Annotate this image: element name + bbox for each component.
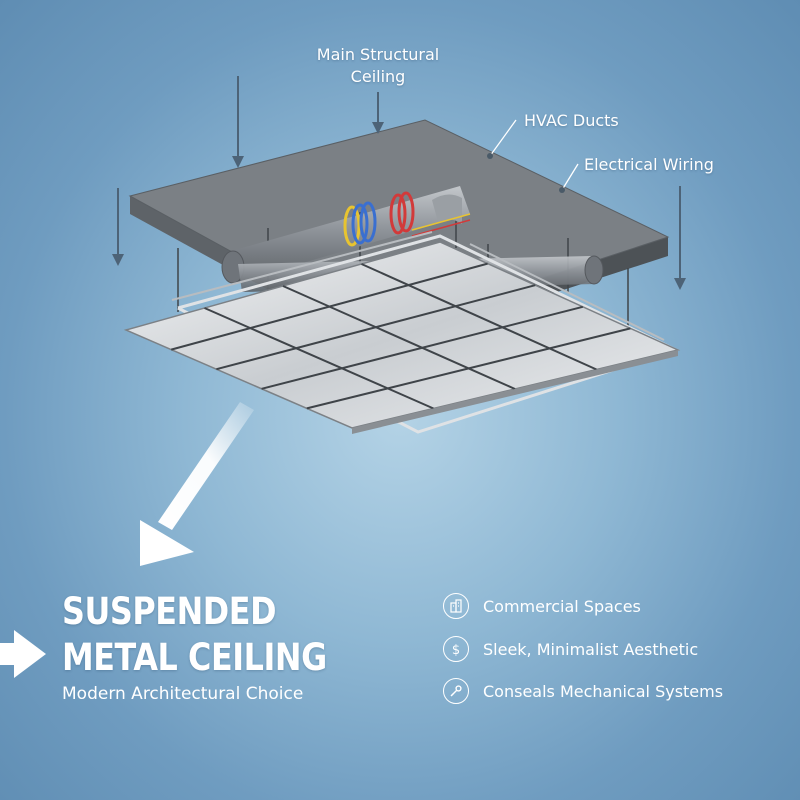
electrical-wiring-coils bbox=[343, 191, 471, 247]
label-main-structural-ceiling: Main Structural Ceiling bbox=[300, 44, 456, 88]
panel-grid-line bbox=[282, 285, 516, 390]
panel-edge bbox=[352, 350, 678, 434]
title-line-1: SUSPENDED bbox=[62, 590, 277, 633]
dollar-icon: $ bbox=[443, 636, 469, 662]
left-edge-arrow bbox=[0, 630, 46, 678]
feature-minimalist-aesthetic: $ Sleek, Minimalist Aesthetic bbox=[443, 634, 698, 664]
panel-grid-line bbox=[170, 262, 488, 351]
feature-conceals-systems: Conseals Mechanical Systems bbox=[443, 676, 723, 706]
panel-grid-line bbox=[204, 307, 434, 410]
svg-text:$: $ bbox=[452, 643, 460, 656]
subtitle: Modern Architectural Choice bbox=[62, 684, 304, 704]
feature-text: Commercial Spaces bbox=[483, 596, 641, 616]
panel-grid-line bbox=[261, 305, 584, 390]
panel-grid-line bbox=[216, 284, 536, 371]
title-line-2: METAL CEILING bbox=[62, 636, 327, 679]
wrench-icon bbox=[443, 678, 469, 704]
label-main-line1: Main Structural bbox=[316, 45, 440, 64]
feature-text: Sleek, Minimalist Aesthetic bbox=[483, 639, 699, 659]
panel-grid-line bbox=[306, 327, 631, 410]
leader-lines bbox=[487, 119, 579, 193]
metal-ceiling-panels bbox=[123, 241, 681, 434]
label-electrical-wiring: Electrical Wiring bbox=[584, 155, 714, 174]
direction-arrows bbox=[112, 76, 686, 290]
feature-text: Conseals Mechanical Systems bbox=[483, 681, 724, 701]
feature-commercial-spaces: Commercial Spaces bbox=[443, 591, 641, 621]
label-main-line2: Ceiling bbox=[350, 67, 406, 86]
panel-grid-line bbox=[361, 263, 597, 371]
building-icon bbox=[443, 593, 469, 619]
label-hvac-ducts: HVAC Ducts bbox=[524, 111, 619, 130]
big-pointer-arrow bbox=[140, 402, 254, 566]
